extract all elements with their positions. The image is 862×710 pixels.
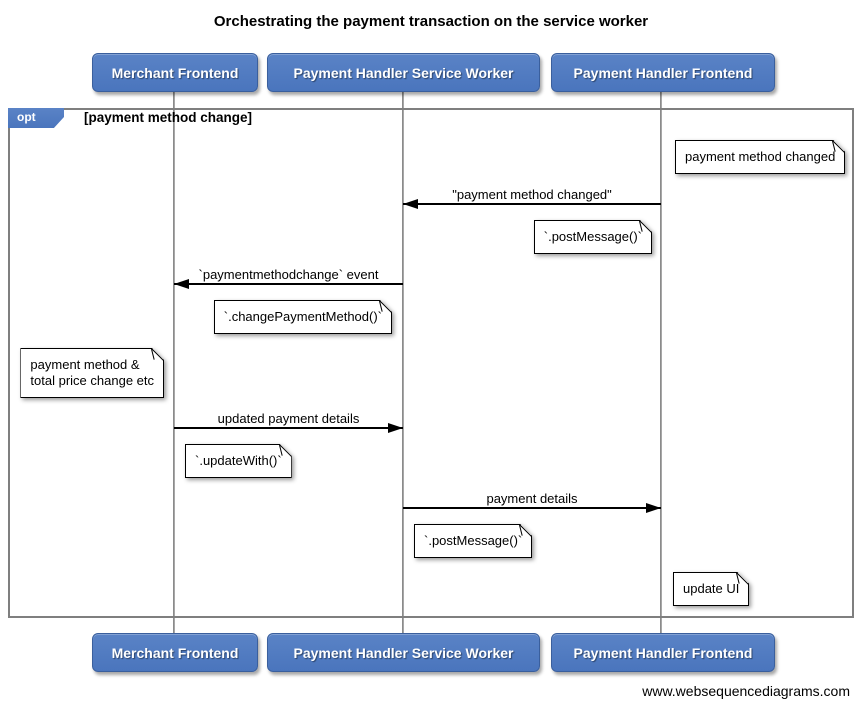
opt-fragment [8, 108, 854, 618]
note-post-message-2: `.postMessage()` [414, 524, 532, 558]
message-payment-method-changed-label: "payment method changed" [452, 187, 612, 202]
actor-top-payment-handler-frontend: Payment Handler Frontend [551, 53, 775, 92]
actor-bottom-payment-handler-frontend: Payment Handler Frontend [551, 633, 775, 672]
note-post-message-2-text: `.postMessage()` [414, 524, 532, 558]
note-post-message-1-text: `.postMessage()` [534, 220, 652, 254]
note-update-with-text: `.updateWith()` [185, 444, 292, 478]
message-paymentmethodchange-event-label: `paymentmethodchange` event [198, 267, 379, 282]
opt-fragment-operator: opt [8, 108, 64, 128]
lifeline-payment-handler-frontend [660, 92, 662, 633]
actor-bottom-merchant-frontend: Merchant Frontend [92, 633, 258, 672]
note-update-ui: update UI [673, 572, 749, 606]
message-payment-details-line [403, 507, 661, 509]
lifeline-merchant-frontend [173, 92, 175, 633]
note-change-payment-method: `.changePaymentMethod()` [214, 300, 392, 334]
actor-bottom-payment-handler-service-worker: Payment Handler Service Worker [267, 633, 540, 672]
arrowhead-right-icon [646, 503, 661, 513]
watermark-url: www.websequencediagrams.com [642, 683, 850, 699]
arrowhead-left-icon [403, 199, 418, 209]
note-payment-method-total-price: payment method & total price change etc [20, 348, 164, 398]
actor-top-merchant-frontend: Merchant Frontend [92, 53, 258, 92]
note-update-with: `.updateWith()` [185, 444, 292, 478]
note-payment-method-total-price-text: payment method & total price change etc [20, 348, 164, 398]
actor-top-payment-handler-service-worker: Payment Handler Service Worker [267, 53, 540, 92]
lifeline-payment-handler-service-worker [402, 92, 404, 633]
message-updated-payment-details-line [174, 427, 403, 429]
message-payment-method-changed-line [403, 203, 661, 205]
note-post-message-1: `.postMessage()` [534, 220, 652, 254]
note-change-payment-method-text: `.changePaymentMethod()` [214, 300, 392, 334]
message-updated-payment-details-label: updated payment details [217, 411, 360, 426]
note-payment-method-changed: payment method changed [675, 140, 845, 174]
arrowhead-right-icon [388, 423, 403, 433]
message-paymentmethodchange-event-line [174, 283, 403, 285]
note-payment-method-changed-text: payment method changed [675, 140, 845, 174]
message-payment-details-label: payment details [486, 491, 578, 506]
opt-fragment-condition: [payment method change] [84, 110, 253, 125]
arrowhead-left-icon [174, 279, 189, 289]
diagram-title: Orchestrating the payment transaction on… [213, 13, 649, 30]
note-update-ui-text: update UI [673, 572, 749, 606]
